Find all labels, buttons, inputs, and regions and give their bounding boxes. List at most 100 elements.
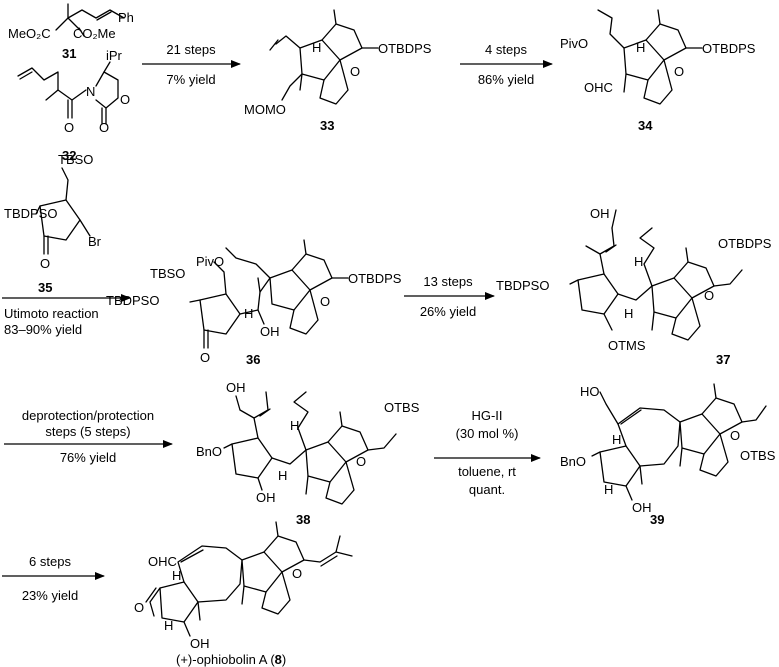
c34-ohc-label: OHC [584, 80, 613, 95]
c39-number: 39 [650, 512, 664, 527]
c38-h1-label: H [290, 418, 299, 433]
c34-o-label: O [674, 64, 684, 79]
c8-oh-label: OH [190, 636, 210, 651]
step6-conditions-below-2: quant. [469, 482, 505, 497]
c37-h2-label: H [624, 306, 633, 321]
c32-o1-label: O [64, 120, 74, 135]
c39-bno-label: BnO [560, 454, 586, 469]
c34-number: 34 [638, 118, 653, 133]
c37-h1-label: H [634, 254, 643, 269]
step-arrow-7: 6 steps 23% yield [2, 554, 105, 603]
c32-n-label: N [86, 84, 95, 99]
step-arrow-4: 13 steps 26% yield [404, 274, 495, 319]
c35-tbso-label: TBSO [58, 152, 93, 167]
c31-ph-label: Ph [118, 10, 134, 25]
c38-h2-label: H [278, 468, 287, 483]
c37-oh-label: OH [590, 206, 610, 221]
c36-tbdpso-label: TBDPSO [106, 293, 159, 308]
step7-conditions-above: 6 steps [29, 554, 71, 569]
step6-conditions-above-1: HG-II [471, 408, 502, 423]
c38-number: 38 [296, 512, 310, 527]
step6-conditions-below-1: toluene, rt [458, 464, 516, 479]
step4-conditions-below: 26% yield [420, 304, 476, 319]
c8-ohc-label: OHC [148, 554, 177, 569]
c32-ipr-label: iPr [106, 48, 123, 63]
compound-32-structure: iPr N O O O 32 [17, 48, 130, 163]
c36-ketone-o-label: O [200, 350, 210, 365]
c34-pivo-label: PivO [560, 36, 588, 51]
step2-conditions-above: 4 steps [485, 42, 527, 57]
step2-conditions-below: 86% yield [478, 72, 534, 87]
c37-tbdpso-label: TBDPSO [496, 278, 549, 293]
c8-h2-label: H [164, 618, 173, 633]
compound-38-structure: OH BnO H H OH O OTBS 38 [196, 380, 420, 527]
c33-h-label: H [312, 40, 321, 55]
c33-otbdps-label: OTBDPS [378, 41, 432, 56]
c34-h-label: H [636, 40, 645, 55]
step1-conditions-below: 7% yield [166, 72, 215, 87]
c35-o-label: O [40, 256, 50, 271]
step3-conditions-below-1: Utimoto reaction [4, 306, 99, 321]
c35-number: 35 [38, 280, 52, 295]
step3-conditions-below-2: 83–90% yield [4, 322, 82, 337]
c32-ring-o-label: O [120, 92, 130, 107]
compound-33-structure: H O OTBDPS MOMO 33 [244, 9, 432, 133]
c31-co2me-label: CO₂Me [73, 26, 116, 41]
c34-otbdps-label: OTBDPS [702, 41, 756, 56]
step5-conditions-above-2: steps (5 steps) [45, 424, 130, 439]
step4-conditions-above: 13 steps [423, 274, 473, 289]
c35-tbdpso-label: TBDPSO [4, 206, 57, 221]
compound-35-structure: TBSO TBDPSO Br O 35 [4, 152, 102, 295]
c33-o-label: O [350, 64, 360, 79]
c36-number: 36 [246, 352, 260, 367]
step-arrow-2: 4 steps 86% yield [460, 42, 553, 87]
c36-pivo-label: PivO [196, 254, 224, 269]
c39-ho-label: HO [580, 384, 600, 399]
c38-bno-label: BnO [196, 444, 222, 459]
step6-conditions-above-2: (30 mol %) [456, 426, 519, 441]
c8-name-label: (+)-ophiobolin A (8) [176, 652, 286, 667]
c39-oh-label: OH [632, 500, 652, 515]
compound-34-structure: PivO H O OTBDPS OHC 34 [560, 9, 756, 133]
c39-h1-label: H [612, 432, 621, 447]
compound-31-structure: Ph MeO₂C CO₂Me 31 [8, 3, 134, 61]
compound-8-structure: OHC H H OH O O (+)-ophiobolin A (8) [134, 521, 353, 667]
c8-o-label: O [292, 566, 302, 581]
c36-otbdps-label: OTBDPS [348, 271, 402, 286]
c37-o-label: O [704, 288, 714, 303]
c32-number: 32 [62, 148, 76, 163]
compound-39-structure: HO BnO H H OH O OTBS 39 [560, 383, 776, 527]
compound-36-structure: PivO TBSO TBDPSO H OH O O OTBDPS 36 [106, 239, 402, 367]
c37-otbdps-label: OTBDPS [718, 236, 772, 251]
c39-o-label: O [730, 428, 740, 443]
c36-oh-label: OH [260, 324, 280, 339]
c38-oh-label: OH [256, 490, 276, 505]
c31-meo2c-label: MeO₂C [8, 26, 51, 41]
step5-conditions-above-1: deprotection/protection [22, 408, 154, 423]
c33-momo-label: MOMO [244, 102, 286, 117]
c36-h-label: H [244, 306, 253, 321]
c8-h1-label: H [172, 568, 181, 583]
c36-tbso-label: TBSO [150, 266, 185, 281]
step7-conditions-below: 23% yield [22, 588, 78, 603]
c8-ketone-o-label: O [134, 600, 144, 615]
c38-otbs-label: OTBS [384, 400, 420, 415]
c31-number: 31 [62, 46, 76, 61]
c39-h2-label: H [604, 482, 613, 497]
step1-conditions-above: 21 steps [166, 42, 216, 57]
c36-ring-o-label: O [320, 294, 330, 309]
c38-oh-top-label: OH [226, 380, 246, 395]
step-arrow-5: deprotection/protection steps (5 steps) … [4, 408, 173, 465]
step-arrow-1: 21 steps 7% yield [142, 42, 241, 87]
c32-o2-label: O [99, 120, 109, 135]
step-arrow-3: Utimoto reaction 83–90% yield [2, 294, 131, 337]
c39-otbs-label: OTBS [740, 448, 776, 463]
compound-37-structure: OH TBDPSO H H OTMS O OTBDPS 37 [496, 206, 772, 367]
c35-br-label: Br [88, 234, 102, 249]
c37-number: 37 [716, 352, 730, 367]
c38-o-label: O [356, 454, 366, 469]
c37-otms-label: OTMS [608, 338, 646, 353]
c33-number: 33 [320, 118, 334, 133]
step5-conditions-below: 76% yield [60, 450, 116, 465]
